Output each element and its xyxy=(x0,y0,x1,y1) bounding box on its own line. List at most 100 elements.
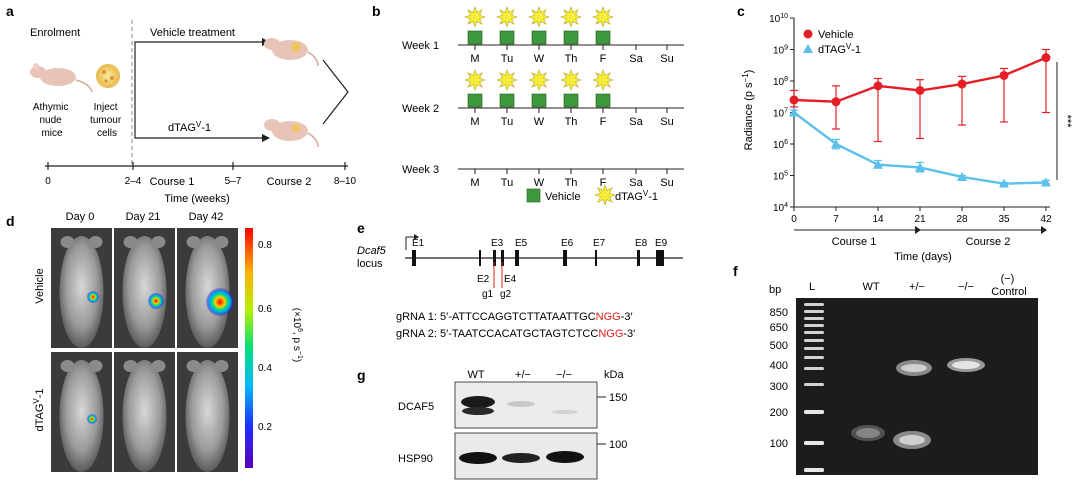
western-lane-wt: WT xyxy=(467,369,484,381)
colorbar-tick-0.4: 0.4 xyxy=(258,363,272,374)
y-tick-label: 105 xyxy=(773,171,788,183)
luminescence-signal xyxy=(148,293,164,309)
day-label: Tu xyxy=(501,53,513,65)
dtag-mouse-icon xyxy=(264,119,319,148)
mouse-paw xyxy=(60,360,75,372)
week-label-2: Week 2 xyxy=(402,103,439,115)
mouse-paw xyxy=(151,236,166,248)
dtag-treatment-label: dTAGV-1 xyxy=(168,120,211,134)
grna-1-sequence: gRNA 1: 5′-ATTCCAGGTCTTATAATTGCNGG-3′ xyxy=(396,311,633,323)
dcaf5-label: DCAF5 xyxy=(398,401,434,413)
row-label-dtag: dTAGV-1 xyxy=(32,388,46,431)
exon-label-e3: E3 xyxy=(491,238,504,249)
y-tick-label: 108 xyxy=(773,76,788,88)
vehicle-dose-square xyxy=(563,30,579,45)
significance-stars: *** xyxy=(1061,115,1073,129)
data-point xyxy=(957,79,967,89)
tumour-cells-icon xyxy=(96,64,120,88)
vehicle-dose-square xyxy=(467,93,483,108)
legend-dtag-marker xyxy=(803,44,813,53)
panel-a: a Enrolment Athymic nude mice Inject tum… xyxy=(6,3,357,205)
dtag-dose-star-icon xyxy=(528,69,550,91)
y-tick-label: 104 xyxy=(773,202,788,214)
ladder-band xyxy=(804,317,824,320)
data-point xyxy=(789,95,799,105)
week-tick-3: 8–10 xyxy=(334,176,357,187)
grna-2-sequence: gRNA 2: 5′-TAATCCACATGCTAGTCTCCNGG-3′ xyxy=(396,328,635,340)
ladder-band xyxy=(804,468,824,472)
vehicle-dose-square xyxy=(499,30,515,45)
ladder-band xyxy=(804,383,824,386)
dtag-dose-star-icon xyxy=(464,6,486,28)
mouse-paw xyxy=(88,360,103,372)
panel-label-e: e xyxy=(357,220,365,236)
y-tick-label: 106 xyxy=(773,139,788,151)
y-tick-label: 1010 xyxy=(769,13,788,25)
hsp90-band-het xyxy=(502,453,540,463)
vehicle-treatment-label: Vehicle treatment xyxy=(150,27,235,39)
luminescence-signal xyxy=(206,288,234,316)
exon-label-e6: E6 xyxy=(561,238,574,249)
dtag-dose-star-icon xyxy=(496,69,518,91)
y-axis-title: Radiance (p s−1) xyxy=(741,70,755,151)
enrolment-label: Enrolment xyxy=(30,27,80,39)
mouse-paw xyxy=(123,360,138,372)
colorbar-tick-0.2: 0.2 xyxy=(258,422,272,433)
western-lane-ko: −/− xyxy=(556,369,572,381)
ladder-band xyxy=(804,339,824,342)
day-label-0: Day 0 xyxy=(66,211,95,223)
bp-tick-850: 850 xyxy=(770,307,788,319)
data-point xyxy=(957,171,967,181)
panel-label-b: b xyxy=(372,3,381,19)
data-point xyxy=(789,107,799,117)
colorbar-tick-0.6: 0.6 xyxy=(258,304,272,315)
panel-label-a: a xyxy=(6,3,14,19)
data-point xyxy=(915,162,925,172)
bp-tick-500: 500 xyxy=(770,340,788,352)
merge-bracket xyxy=(322,59,349,125)
day-label: Th xyxy=(565,177,578,189)
x-tick-label: 0 xyxy=(791,214,797,225)
dtag-arrow xyxy=(262,134,270,142)
panel-g: g WT +/− −/− kDa DCAF5 150 HSP90 100 xyxy=(357,367,627,480)
vehicle-dose-square xyxy=(531,93,547,108)
colorbar-title: (×106, p s−1) xyxy=(291,308,303,362)
ladder-band xyxy=(804,324,824,327)
mouse-body xyxy=(59,360,104,472)
mouse-paw xyxy=(214,360,229,372)
legend-dtag: dTAGV-1 xyxy=(818,42,861,56)
day-label: Sa xyxy=(629,116,643,128)
exon-label-e7: E7 xyxy=(593,238,606,249)
day-label: Su xyxy=(660,177,673,189)
day-label: W xyxy=(534,53,545,65)
vehicle-dose-square xyxy=(499,93,515,108)
vehicle-mouse-icon xyxy=(264,38,319,67)
mouse-paw xyxy=(88,236,103,248)
athymic-label: Athymic nude mice xyxy=(33,102,71,139)
luminescence-signal xyxy=(87,414,97,424)
mouse-paw xyxy=(60,236,75,248)
data-point xyxy=(915,85,925,95)
data-point xyxy=(831,139,841,148)
ladder-band xyxy=(804,367,824,370)
panel-label-d: d xyxy=(6,213,15,229)
week-label-1: Week 1 xyxy=(402,40,439,52)
data-point xyxy=(999,178,1009,188)
panel-d: d Day 0 Day 21 Day 42 Vehicle dTAGV-1 0.… xyxy=(6,211,303,472)
legend-dtag-star-icon xyxy=(594,184,616,206)
panel-label-c: c xyxy=(737,3,745,19)
day-label: Su xyxy=(660,53,673,65)
day-label: F xyxy=(600,177,607,189)
mouse-paw xyxy=(123,236,138,248)
x-tick-label: 14 xyxy=(872,214,884,225)
ladder-band xyxy=(804,356,824,359)
exon-label-e4: E4 xyxy=(504,274,517,285)
bp-tick-300: 300 xyxy=(770,381,788,393)
legend-dtag-label: dTAGV-1 xyxy=(615,189,658,203)
mouse-paw xyxy=(186,360,201,372)
dna-ladder xyxy=(804,303,824,472)
mouse-body xyxy=(185,236,230,348)
day-label-42: Day 42 xyxy=(189,211,224,223)
day-label: Su xyxy=(660,116,673,128)
mouse-paw xyxy=(186,236,201,248)
